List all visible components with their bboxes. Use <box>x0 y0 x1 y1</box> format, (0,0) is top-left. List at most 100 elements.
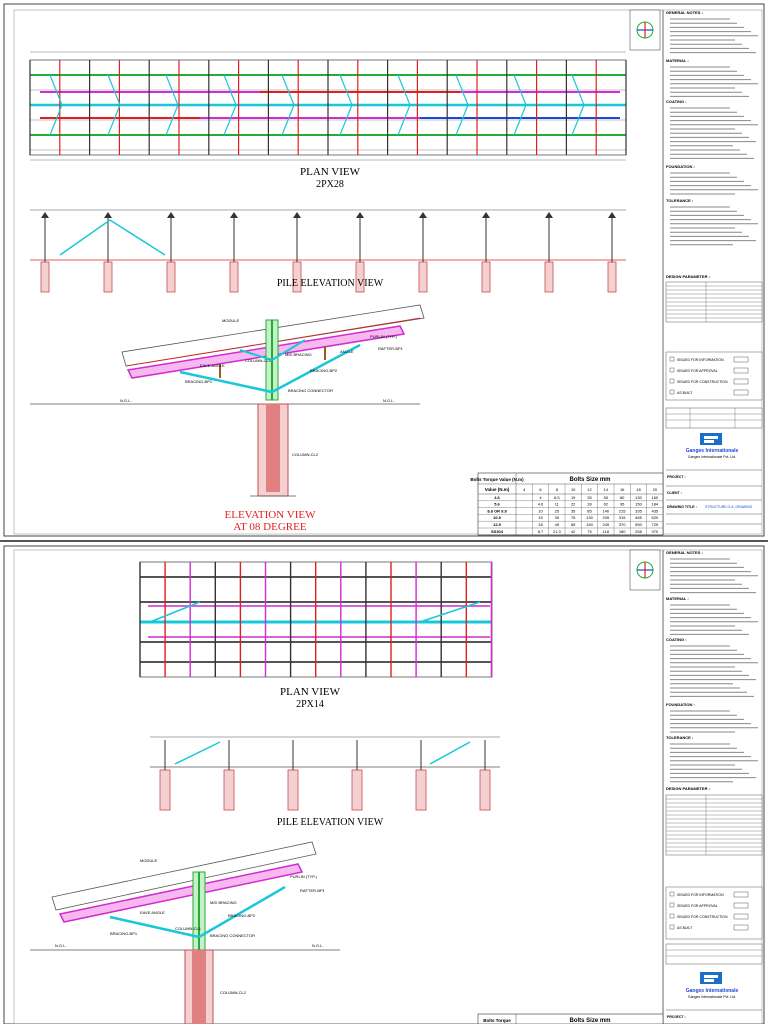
bolt-size-header: 16 <box>620 487 625 492</box>
general-notes-header-2: GENERAL NOTES : <box>666 550 703 555</box>
plan-view-subtitle: 2PX28 <box>316 179 344 190</box>
status-item-label: ISSUED FOR CONSTRUCTION <box>677 380 728 384</box>
bolt-value: 22 <box>571 502 576 507</box>
bolt-value: 6.5 <box>554 495 560 500</box>
status-checkbox <box>669 367 675 373</box>
company-name: Ganges Internationale <box>686 448 739 454</box>
pile-cap-marker <box>545 212 553 218</box>
material-header: MATERIAL : <box>666 58 689 63</box>
general-notes-header: GENERAL NOTES : <box>666 10 703 15</box>
bolt-value: 35 <box>571 508 576 513</box>
bolt-table-title-2: Bolts Size mm <box>569 1018 610 1024</box>
pile-element <box>481 261 491 293</box>
bolt-table-title: Bolts Size mm <box>569 477 610 483</box>
rafter-label-2: RAFTER-BP1 <box>300 888 326 893</box>
pile-cap-marker <box>419 212 427 218</box>
plan-bracing <box>513 74 527 106</box>
pile-cap-marker <box>41 212 49 218</box>
bolt-value: 11 <box>555 502 560 507</box>
plan-bracing <box>571 104 585 136</box>
plan-bracing <box>339 74 353 106</box>
bolt-value: 249 <box>602 522 609 527</box>
bolt-value: 25 <box>555 508 560 513</box>
pile-cap-marker <box>230 212 238 218</box>
pile-elevation-row-2 <box>150 736 500 811</box>
status-box <box>733 367 749 374</box>
bolt-value: 215 <box>619 508 626 513</box>
bolt-value: 15 <box>538 515 543 520</box>
bolt-grade: 8.8 OR 9.8 <box>487 508 507 513</box>
elevation-view <box>30 304 425 497</box>
status-item-label: ISSUED FOR INFORMATION <box>677 358 724 362</box>
bolt-value: 10 <box>538 508 543 513</box>
status-box <box>733 913 749 920</box>
ngl-label-right: N.G.L. <box>383 398 395 403</box>
plan2-bracing <box>419 601 481 623</box>
bolt-value: 50 <box>604 495 609 500</box>
bolt-size-header: 18 <box>636 487 641 492</box>
bolt-size-header: 14 <box>604 487 609 492</box>
bolt-torque-table <box>477 472 664 536</box>
status-box <box>733 389 749 396</box>
pile-cap-marker <box>293 212 301 218</box>
coating-header-2: COATING : <box>666 637 687 642</box>
status-item-label: ISSUED FOR APPROVAL <box>677 369 718 373</box>
tolerance-header: TOLERANCE : <box>666 198 693 203</box>
plan-bracing <box>397 74 411 106</box>
plan-bracing <box>223 104 237 136</box>
bolt-torque-table-2 <box>477 1013 664 1024</box>
ngl-label-left: N.G.L. <box>120 398 132 403</box>
pile-element-2 <box>159 769 171 811</box>
status-checkbox <box>669 356 675 362</box>
plan-bracing <box>165 74 179 106</box>
module-label-2: MODULE <box>140 858 157 863</box>
coating-header: COATING : <box>666 99 687 104</box>
bolt-value: 35 <box>555 515 560 520</box>
drawing-sheet-1: PLAN VIEW 2PX28 PILE ELEVATION VIEW <box>0 3 768 542</box>
pile-elevation-row <box>30 209 626 293</box>
status-item-label: ISSUED FOR APPROVAL <box>677 904 718 908</box>
status-item-label: ISSUED FOR CONSTRUCTION <box>677 915 728 919</box>
bolt-value: 205 <box>602 515 609 520</box>
bolt-size-header: 6 <box>539 487 542 492</box>
bolt-size-header: 10 <box>571 487 576 492</box>
drawing-sheet-2: PLAN VIEW 2PX14 PILE ELEVATION VIEW MODU… <box>0 542 768 1024</box>
bolt-size-header: 4 <box>523 487 526 492</box>
bolt-size-header: 20 <box>653 487 658 492</box>
bolt-value-label: Value (N.m) <box>485 487 510 492</box>
pile-elevation-title: PILE ELEVATION VIEW <box>277 278 384 289</box>
bolt-value: 180 <box>619 529 626 534</box>
elevation-view-subtitle: AT 08 DEGREE <box>233 521 306 533</box>
pile-bracing-2 <box>174 741 221 765</box>
status-checkbox <box>669 378 675 384</box>
plan-bracing <box>397 104 411 136</box>
pile-element <box>229 261 239 293</box>
pile-element <box>544 261 554 293</box>
sheet-2-canvas: PLAN VIEW 2PX14 PILE ELEVATION VIEW MODU… <box>3 545 765 1024</box>
ngl-label-2b: N.G.L. <box>312 943 324 948</box>
bolt-size-header: 12 <box>587 487 592 492</box>
pile-elevation-title-2: PILE ELEVATION VIEW <box>277 817 384 828</box>
plan2-bracing <box>149 601 201 623</box>
revision-table <box>665 407 763 429</box>
pile-element-2 <box>479 769 491 811</box>
plan-bracing <box>49 104 63 136</box>
bolt-value: 39 <box>587 502 592 507</box>
plan-bracing <box>455 104 469 136</box>
bolt-value: 150 <box>586 522 593 527</box>
company-logo-2 <box>700 972 722 984</box>
bracing-connector-label: BRACING CONNECTOR <box>288 388 333 393</box>
pile-cap-marker <box>482 212 490 218</box>
purlin-label-2: PURLIN (TYP.) <box>290 874 317 879</box>
column-label-2: COLUMN-CL1 <box>175 926 202 931</box>
bolt-value: 335 <box>635 508 642 513</box>
column-cl2-label-2: COLUMN-CL2 <box>220 990 247 995</box>
company-name-2: Ganges Internationale <box>686 988 739 994</box>
status-box <box>733 924 749 931</box>
bolt-value: 75 <box>571 515 576 520</box>
revision-table-2 <box>665 943 763 965</box>
mid-bracing-label: MID BRACING <box>285 352 312 357</box>
bolt-value: 258 <box>635 529 642 534</box>
drawing-title-value: STRUCTURE G.A. DRAWING <box>705 505 753 509</box>
